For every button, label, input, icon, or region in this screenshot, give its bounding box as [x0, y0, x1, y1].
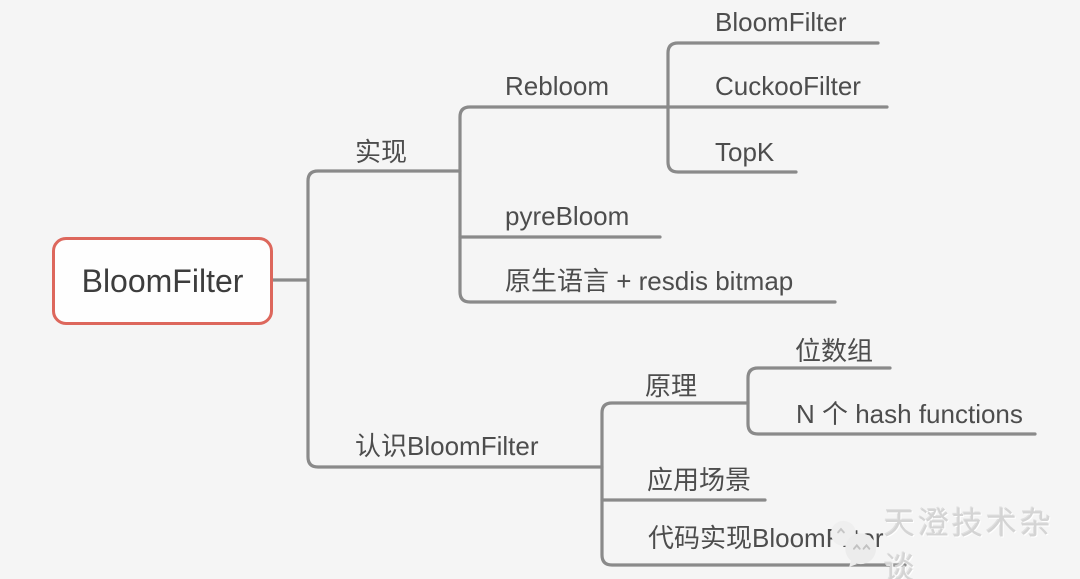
connector-shixian-children: [458, 105, 837, 304]
root-node-label: BloomFilter: [81, 262, 244, 299]
node-bloomfilter-module[interactable]: BloomFilter: [715, 7, 847, 37]
node-n-hash-functions[interactable]: N 个 hash functions: [796, 399, 1023, 429]
node-topk[interactable]: TopK: [715, 137, 775, 167]
node-yuanli[interactable]: 原理: [645, 371, 698, 401]
node-code-implementation[interactable]: 代码实现BloomFilter: [648, 523, 884, 553]
node-rebloom[interactable]: Rebloom: [505, 71, 610, 101]
connector-renshi-children: [600, 401, 907, 567]
node-shixian[interactable]: 实现: [355, 137, 408, 167]
node-cuckoofilter[interactable]: CuckooFilter: [715, 71, 861, 101]
root-node-bloomfilter[interactable]: BloomFilter: [52, 237, 273, 325]
node-application-scenarios[interactable]: 应用场景: [647, 465, 752, 495]
node-pyrebloom[interactable]: pyreBloom: [505, 201, 630, 231]
node-native-language-bitmap[interactable]: 原生语言 + resdis bitmap: [505, 266, 794, 296]
connector-branch-spine: [306, 169, 604, 469]
connector-yuanli-children: [746, 366, 1037, 436]
node-renshi-bloomfilter[interactable]: 认识BloomFilter: [355, 431, 539, 461]
node-bit-array[interactable]: 位数组: [795, 336, 874, 366]
